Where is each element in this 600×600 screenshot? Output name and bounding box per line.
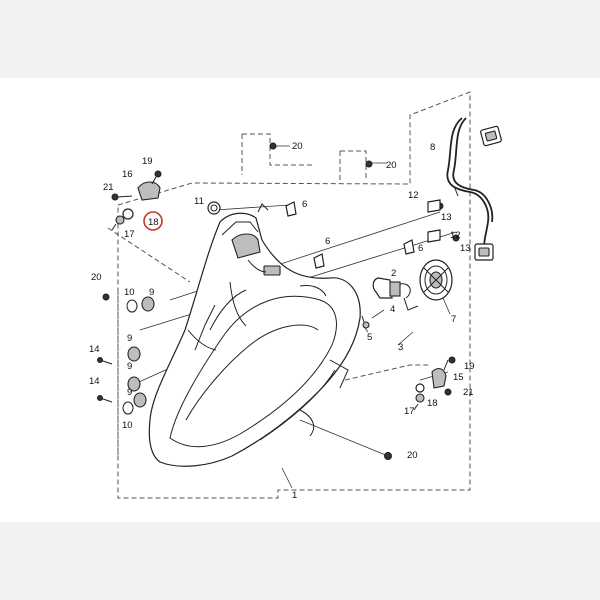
grommets [122,296,155,415]
screws [97,142,460,460]
callout-20-left: 20 [91,272,102,283]
callout-2: 2 [391,268,396,279]
callout-21-left: 21 [103,182,114,193]
callout-18-right: 18 [427,398,438,409]
callout-13-top: 13 [441,212,452,223]
callout-9-third: 9 [127,361,132,372]
callout-20-center: 20 [386,160,397,171]
callout-7: 7 [451,314,456,325]
callout-20-bottom: 20 [407,450,418,461]
callout-6-middle: 6 [325,236,330,247]
callout-19-right: 19 [464,361,475,372]
callout-10-bottom: 10 [122,420,133,431]
callout-17-left: 17 [124,229,135,240]
socket-cover [419,259,453,301]
callout-15: 15 [453,372,464,383]
callout-9-top: 9 [149,287,154,298]
callout-21-right: 21 [463,387,474,398]
assembly-boundary-lines [107,91,471,499]
callout-10-top: 10 [124,287,135,298]
turn-signal-right [413,356,456,411]
callout-9-bottom: 9 [127,387,132,398]
turn-signal-left [111,170,162,231]
callout-8: 8 [430,142,435,153]
callout-1: 1 [292,490,297,501]
callout-labels: 20 20 8 19 16 21 11 6 12 13 17 18 12 6 6… [89,141,475,501]
callout-19-left: 19 [142,156,153,167]
selected-part-highlight[interactable] [143,211,163,231]
callout-13-bottom: 13 [460,243,471,254]
callout-16: 16 [122,169,133,180]
headlight-housing [148,203,361,467]
callout-3: 3 [398,342,403,353]
callout-20-top: 20 [292,141,303,152]
callout-14-bottom: 14 [89,376,100,387]
callout-6-top: 6 [302,199,307,210]
position-bulbs [361,315,370,329]
callout-9-second: 9 [127,333,132,344]
callout-18-left: 18 [148,217,159,228]
headlight-bulb [372,277,419,311]
callout-12-top: 12 [408,190,419,201]
callout-14-top: 14 [89,344,100,355]
callout-5: 5 [367,332,372,343]
callout-4: 4 [390,304,395,315]
callout-17-right: 17 [404,406,415,417]
callout-11: 11 [194,196,204,207]
callout-12-bottom: 12 [450,230,461,241]
wire-harness [446,117,502,261]
callout-6-right: 6 [418,243,423,254]
